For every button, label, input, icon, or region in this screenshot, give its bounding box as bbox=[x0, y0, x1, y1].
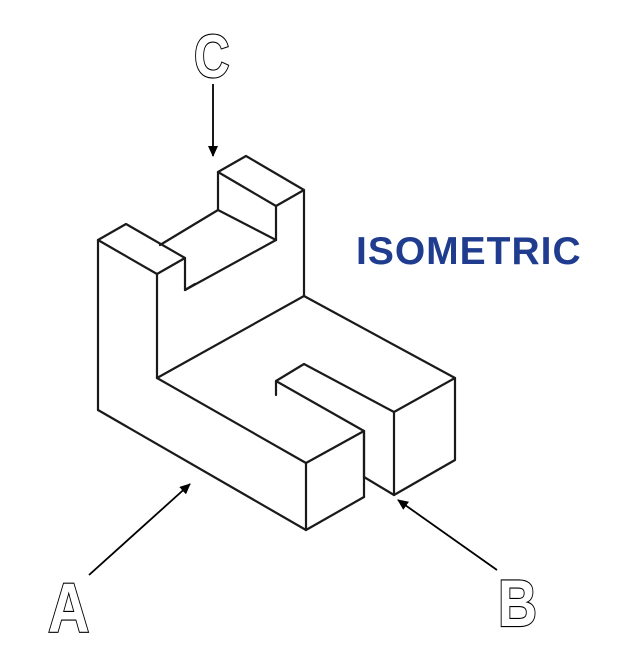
object-edge-notch-back bbox=[216, 208, 278, 242]
arrow-a bbox=[88, 483, 191, 576]
object-edge-left-wall-inner bbox=[96, 238, 159, 276]
arrow-b bbox=[397, 499, 498, 571]
title-isometric: ISOMETRIC bbox=[356, 230, 582, 273]
label-a: A bbox=[48, 569, 89, 648]
object-edge-base-right bbox=[362, 376, 457, 497]
object-edge-notch bbox=[158, 154, 306, 298]
object-edge-front-block bbox=[155, 376, 366, 499]
object-edge-left-wall-top bbox=[155, 256, 187, 276]
object-edge-post-side bbox=[274, 188, 306, 208]
label-c: C bbox=[194, 22, 230, 90]
object-edge-base-front bbox=[96, 408, 366, 532]
isometric-object bbox=[96, 154, 457, 532]
object-edge-slot bbox=[274, 362, 396, 497]
object-edge-notch-floor bbox=[183, 238, 278, 292]
label-b: B bbox=[498, 566, 537, 640]
object-edge-slab-top bbox=[155, 294, 457, 414]
object-edge-left-wall bbox=[96, 222, 197, 412]
object-edge-post-top bbox=[216, 170, 278, 208]
